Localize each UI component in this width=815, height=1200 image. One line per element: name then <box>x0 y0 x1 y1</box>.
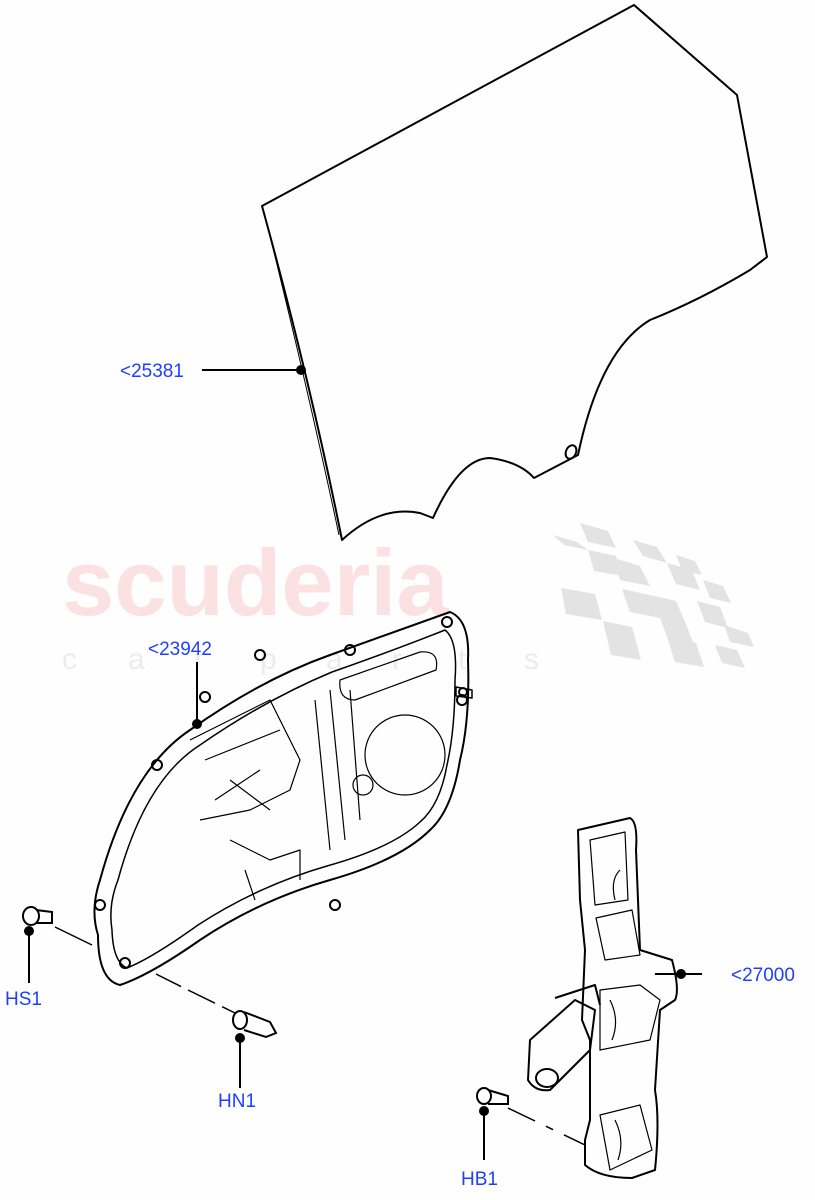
watermark-letter: s <box>524 643 539 676</box>
watermark-letter: c <box>62 643 77 676</box>
window-regulator-drawing <box>527 817 678 1179</box>
callout-glass[interactable]: <25381 <box>120 361 184 382</box>
callout-hs1[interactable]: HS1 <box>5 989 42 1010</box>
callout-hb1[interactable]: HB1 <box>461 1169 498 1190</box>
watermark-letter: r <box>194 643 204 676</box>
leader-lines <box>24 365 702 1160</box>
callout-door-panel[interactable]: <23942 <box>148 639 212 660</box>
fasteners-drawing <box>22 906 509 1105</box>
callout-regulator[interactable]: <27000 <box>731 965 795 986</box>
watermark-letter: a <box>128 643 145 676</box>
callout-hn1[interactable]: HN1 <box>218 1091 257 1112</box>
door-glass-drawing <box>261 4 768 541</box>
watermark-brand: scuderia <box>62 530 449 635</box>
door-panel-drawing <box>93 611 473 986</box>
assembly-dash-lines <box>54 926 586 1146</box>
watermark-letter: t <box>458 643 467 676</box>
